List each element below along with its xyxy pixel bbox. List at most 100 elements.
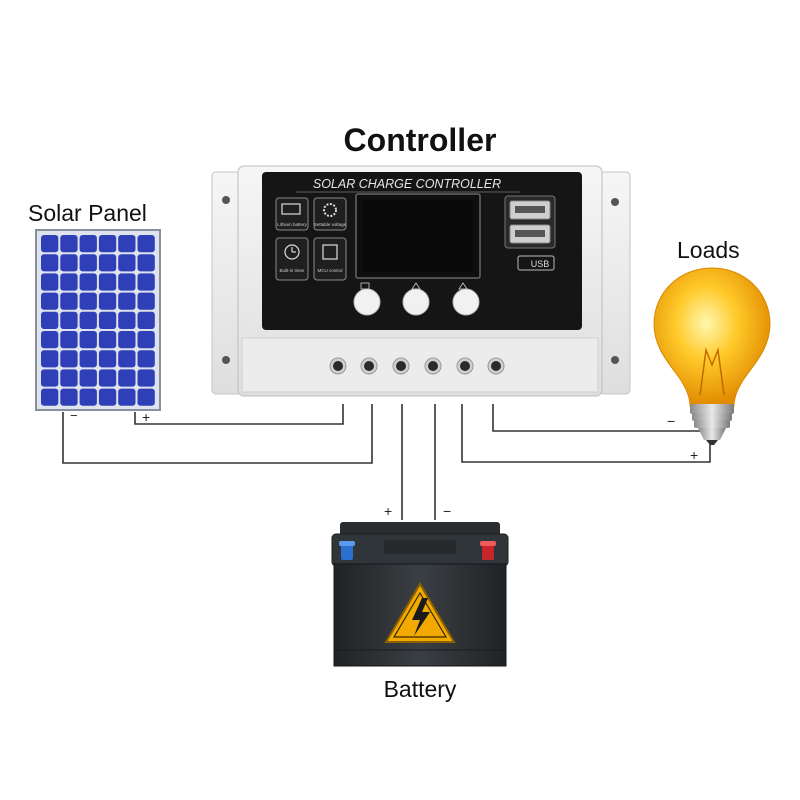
mount-hole bbox=[222, 196, 230, 204]
solar-cell bbox=[137, 273, 155, 291]
loads-label: Loads bbox=[677, 237, 740, 263]
solar-cell bbox=[41, 311, 59, 329]
solar-cell bbox=[79, 235, 97, 253]
solar-cell bbox=[98, 388, 117, 406]
solar-cell bbox=[60, 254, 78, 272]
solar-cell bbox=[79, 292, 97, 310]
solar-cell bbox=[79, 388, 97, 406]
built-in-timer-icon bbox=[284, 244, 300, 260]
solar-cell bbox=[118, 331, 136, 349]
solar-cell bbox=[60, 388, 78, 406]
solar-panel-label: Solar Panel bbox=[28, 200, 147, 226]
load-plus-sign: + bbox=[690, 447, 698, 463]
terminal-hole bbox=[333, 361, 343, 371]
solar-cell bbox=[137, 311, 155, 329]
solar-cell bbox=[79, 254, 97, 272]
solar-cells bbox=[41, 235, 155, 406]
terminal-hole bbox=[364, 361, 374, 371]
battery-minus-sign: − bbox=[443, 503, 451, 519]
solar-cell bbox=[118, 311, 136, 329]
solar-cell bbox=[98, 273, 117, 291]
solar-cell bbox=[118, 369, 136, 387]
settable-voltage-icon bbox=[323, 203, 337, 217]
solar-cell bbox=[98, 331, 117, 349]
solar-cell bbox=[98, 254, 117, 272]
solar-panel bbox=[35, 229, 161, 411]
solar-cell bbox=[79, 350, 97, 368]
wire-load-plus bbox=[461, 404, 711, 463]
solar-cell bbox=[137, 369, 155, 387]
terminal-hole bbox=[491, 361, 501, 371]
lithium-battery-icon bbox=[281, 203, 301, 215]
mount-hole bbox=[611, 198, 619, 206]
mcu-control-icon bbox=[322, 244, 338, 260]
solar-cell bbox=[60, 311, 78, 329]
built-in-timer-caption: Built-in timer bbox=[279, 268, 305, 273]
controller-brand: SOLAR CHARGE CONTROLLER bbox=[313, 177, 501, 191]
solar-cell bbox=[137, 388, 155, 406]
solar-cell bbox=[41, 292, 59, 310]
solar-cell bbox=[137, 350, 155, 368]
solar-cell bbox=[60, 235, 78, 253]
solar-cell bbox=[137, 292, 155, 310]
charge-controller: SOLAR CHARGE CONTROLLER Lithium battery … bbox=[211, 165, 631, 397]
solar-cell bbox=[79, 369, 97, 387]
solar-cell bbox=[118, 254, 136, 272]
terminal-hole bbox=[396, 361, 406, 371]
wire-panel-plus bbox=[134, 404, 344, 425]
solar-cell bbox=[118, 350, 136, 368]
panel-minus-sign: − bbox=[70, 408, 78, 423]
solar-cell bbox=[98, 292, 117, 310]
load-minus-sign: − bbox=[667, 413, 675, 429]
solar-cell bbox=[98, 350, 117, 368]
menu-button bbox=[353, 288, 381, 316]
wire-load-minus bbox=[492, 404, 700, 432]
solar-cell bbox=[41, 273, 59, 291]
solar-cell bbox=[60, 273, 78, 291]
mcu-control-caption: MCU control bbox=[317, 268, 342, 273]
settable-voltage-caption: Settable voltage bbox=[314, 222, 347, 227]
mount-hole bbox=[611, 356, 619, 364]
solar-cell bbox=[118, 235, 136, 253]
mount-hole bbox=[222, 356, 230, 364]
solar-cell bbox=[118, 388, 136, 406]
battery-plus-sign: + bbox=[384, 503, 392, 519]
controller-title: Controller bbox=[343, 122, 497, 158]
feature-icons: Lithium battery Settable voltage Built-i… bbox=[275, 197, 347, 281]
solar-cell bbox=[118, 273, 136, 291]
solar-cell bbox=[60, 292, 78, 310]
solar-cell bbox=[41, 235, 59, 253]
solar-cell bbox=[79, 273, 97, 291]
up-button bbox=[402, 288, 430, 316]
solar-cell bbox=[79, 311, 97, 329]
wire-panel-minus bbox=[62, 404, 373, 464]
light-bulb bbox=[653, 267, 771, 445]
wires bbox=[62, 404, 711, 520]
solar-cell bbox=[41, 388, 59, 406]
battery-positive-post bbox=[482, 544, 494, 560]
solar-cell bbox=[41, 350, 59, 368]
solar-cell bbox=[98, 311, 117, 329]
solar-cell bbox=[137, 235, 155, 253]
terminal-block bbox=[329, 357, 505, 375]
battery-negative-post bbox=[341, 544, 353, 560]
solar-cell bbox=[137, 254, 155, 272]
battery-label: Battery bbox=[383, 676, 457, 702]
solar-cell bbox=[98, 369, 117, 387]
solar-cell bbox=[41, 369, 59, 387]
solar-cell bbox=[60, 331, 78, 349]
solar-cell bbox=[98, 235, 117, 253]
down-button bbox=[452, 288, 480, 316]
control-buttons bbox=[353, 282, 480, 316]
solar-cell bbox=[79, 331, 97, 349]
terminal-hole bbox=[460, 361, 470, 371]
usb-label: USB bbox=[531, 259, 550, 269]
solar-cell bbox=[41, 331, 59, 349]
solar-cell bbox=[137, 331, 155, 349]
battery bbox=[331, 522, 509, 667]
panel-plus-sign: + bbox=[142, 409, 150, 425]
solar-cell bbox=[60, 350, 78, 368]
terminal-hole bbox=[428, 361, 438, 371]
solar-cell bbox=[118, 292, 136, 310]
